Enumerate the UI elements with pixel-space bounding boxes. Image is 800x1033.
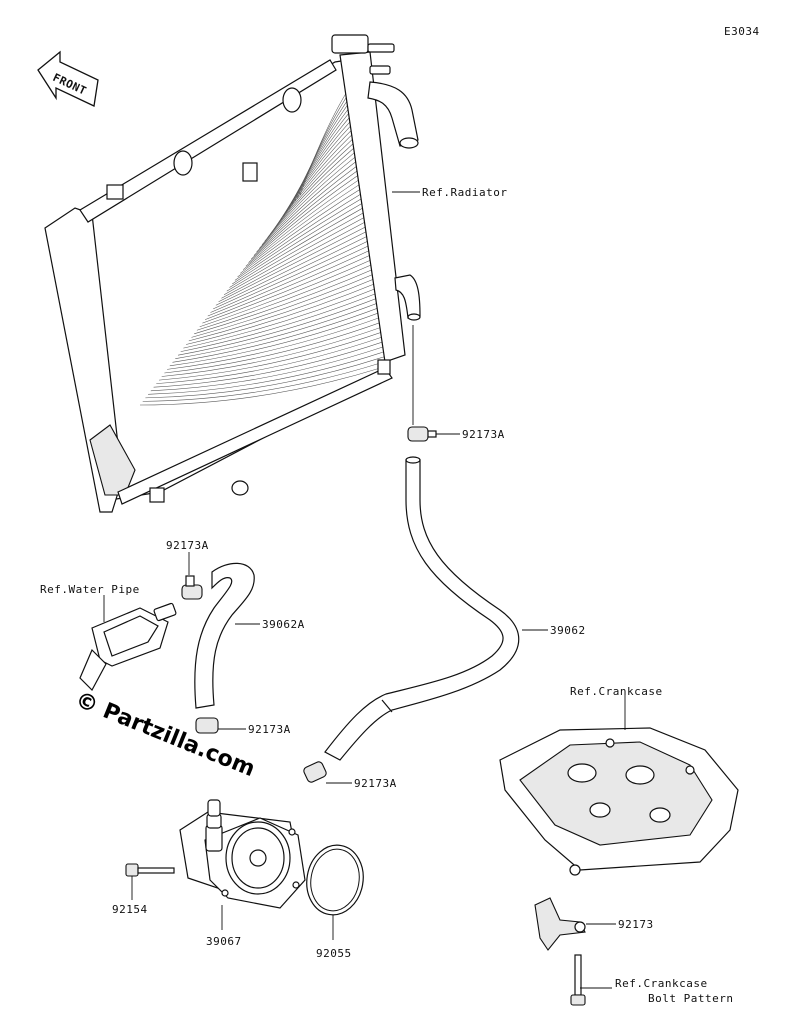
label-ref-crankcase: Ref.Crankcase	[570, 685, 663, 698]
label-92055: 92055	[316, 947, 352, 960]
crankcase-bolt	[570, 954, 586, 1006]
clamp-92173A-right	[303, 761, 327, 783]
hose-39062	[324, 456, 520, 761]
label-39067: 39067	[206, 935, 242, 948]
clamp-92173A-top	[407, 426, 437, 442]
label-92173A-left: 92173A	[166, 539, 209, 552]
clamp-92173A-left	[181, 575, 203, 600]
label-92173A-top: 92173A	[462, 428, 505, 441]
label-ref-water-pipe: Ref.Water Pipe	[40, 583, 140, 596]
bracket-92173	[534, 897, 586, 951]
label-ref-radiator: Ref.Radiator	[422, 186, 507, 199]
label-39062: 39062	[550, 624, 586, 637]
label-92173: 92173	[618, 918, 654, 931]
label-92173A-mid: 92173A	[248, 723, 291, 736]
oil-cooler-39067	[179, 799, 306, 909]
clamp-92173A-mid	[195, 717, 219, 734]
water-pipe	[79, 602, 177, 691]
front-arrow-icon: FRONT	[37, 50, 99, 107]
bolt-92154	[125, 863, 175, 877]
radiator	[44, 34, 421, 513]
label-92173A-right: 92173A	[354, 777, 397, 790]
watermark: © Partzilla.com	[72, 687, 259, 782]
crankcase	[499, 727, 739, 876]
label-39062A: 39062A	[262, 618, 305, 631]
label-ref-crankcase-bolt-line1: Ref.Crankcase	[615, 977, 708, 990]
o-ring-92055	[306, 844, 364, 916]
label-92154: 92154	[112, 903, 148, 916]
diagram-code: E3034	[724, 25, 760, 38]
hose-39062A	[194, 562, 255, 709]
label-ref-crankcase-bolt-line2: Bolt Pattern	[648, 992, 733, 1005]
